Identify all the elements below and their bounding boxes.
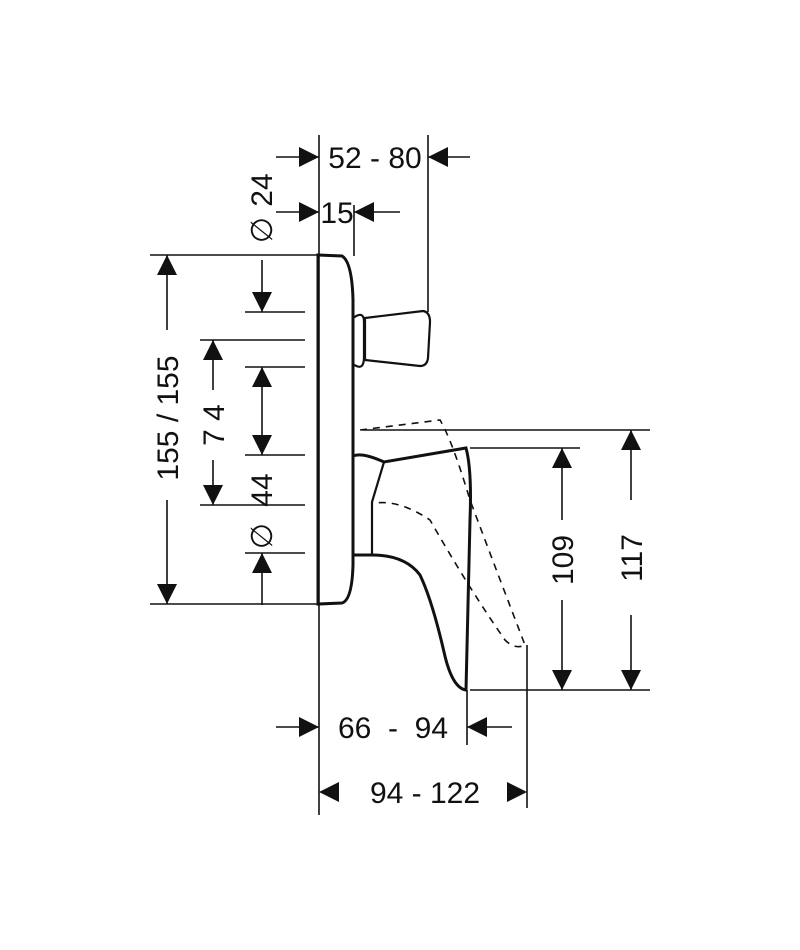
diameter-symbol-bottom: ∅ bbox=[246, 523, 279, 549]
label-pitch-44: 44 bbox=[246, 473, 279, 506]
dimension-arrows bbox=[157, 147, 641, 802]
label-overall-depth-range: 94 - 122 bbox=[370, 777, 480, 810]
diverter-knob bbox=[352, 313, 366, 368]
label-pitch-74: 7 4 bbox=[198, 404, 231, 446]
label-handle-height-109: 109 bbox=[547, 535, 580, 585]
diameter-symbol-top: ∅ bbox=[246, 217, 279, 243]
lever-neck bbox=[370, 461, 386, 555]
label-bottom-depth-range: 66 - 94 bbox=[338, 712, 448, 745]
lever-alt-position bbox=[359, 419, 527, 648]
label-small-diameter: 24 bbox=[246, 173, 279, 206]
wall-plate bbox=[316, 253, 355, 606]
dimension-labels: 52 - 80 15 24 ∅ 155 / 155 7 4 44 ∅ 109 1… bbox=[152, 142, 649, 810]
diverter-handle bbox=[363, 309, 432, 368]
label-flange-thickness: 15 bbox=[320, 197, 353, 230]
lever-handle bbox=[352, 446, 472, 692]
label-top-depth-range: 52 - 80 bbox=[328, 142, 421, 175]
label-plate-height: 155 / 155 bbox=[152, 355, 185, 480]
mixer-body bbox=[316, 253, 527, 692]
label-handle-height-117: 117 bbox=[616, 534, 649, 582]
